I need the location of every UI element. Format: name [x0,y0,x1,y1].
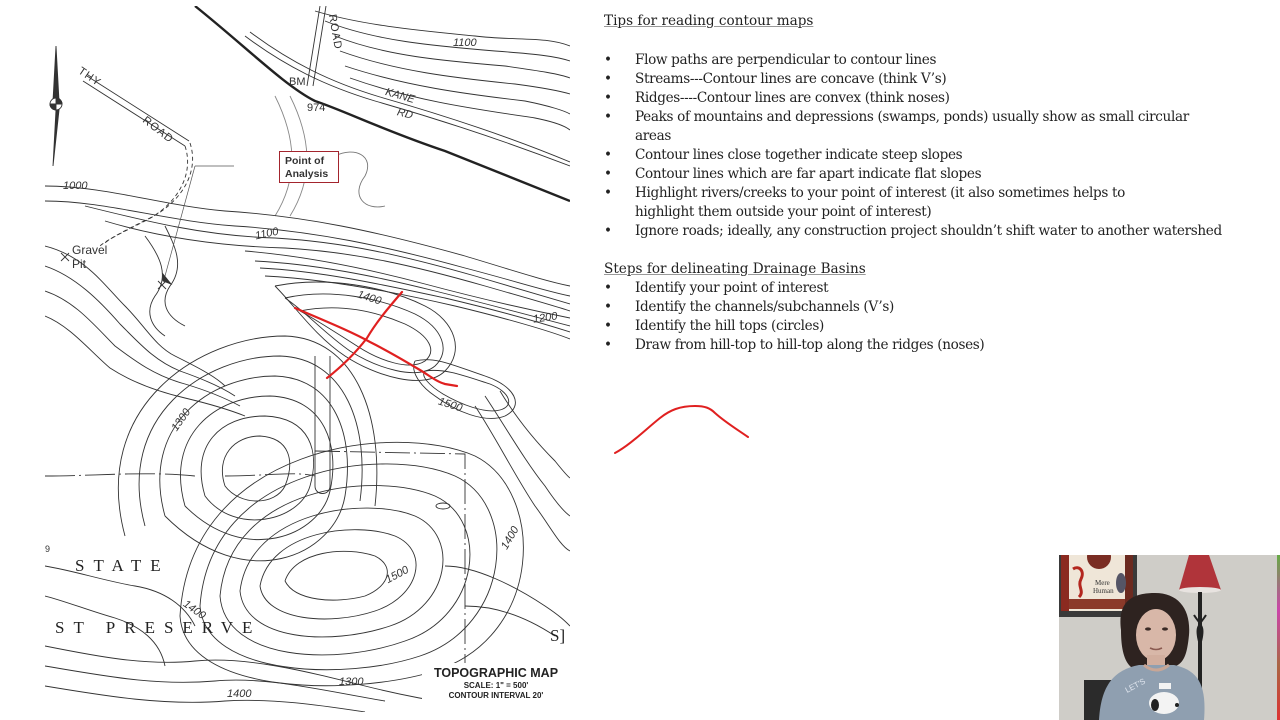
list-item: Contour lines which are far apart indica… [604,165,1264,184]
preserve-label: ST PRESERVE [55,618,262,637]
legend-scale: SCALE: 1" = 500' [463,681,529,690]
svg-text:Human: Human [1093,587,1114,595]
contour-label: 1100 [453,37,477,49]
steps-heading: Steps for delineating Drainage Basins [604,261,866,277]
list-item: Highlight rivers/creeks to your point of… [604,184,1264,222]
notes-panel: Tips for reading contour maps Flow paths… [604,12,1264,355]
presenter-image: Mere Human LET'S [1059,555,1277,720]
state-label: STATE [75,556,170,575]
red-ridge-annotation [293,290,459,388]
contour-lines [45,6,570,712]
map-legend: TOPOGRAPHIC MAP SCALE: 1" = 500' CONTOUR… [422,663,570,713]
list-item: Ignore roads; ideally, any construction … [604,222,1264,241]
list-item: Identify the hill tops (circles) [604,317,1264,336]
ridge-nose-sketch [614,404,749,454]
gravel-pit-label: Gravel [72,243,108,257]
tips-heading: Tips for reading contour maps [604,13,814,29]
topographic-map: THY ROAD ROAD KANE RD BM 974 1100 1000 1… [45,6,570,713]
contour-label: 1300 [339,676,364,688]
tips-list: Flow paths are perpendicular to contour … [604,51,1264,241]
list-item: Identify your point of interest [604,279,1264,298]
steps-list: Identify your point of interest Identify… [604,279,1264,355]
map-edge-label: S] [550,626,566,645]
poster-text: Mere [1095,579,1110,587]
spot-elevation-label: 9 [45,544,51,554]
webcam-video: Mere Human LET'S [1059,555,1277,720]
contour-label: 1400 [227,688,252,700]
list-item: Contour lines close together indicate st… [604,146,1264,165]
list-item: Draw from hill-top to hill-top along the… [604,336,1264,355]
callout-line: Point of [285,155,325,167]
callout-line: Analysis [285,168,329,180]
list-item: Ridges----Contour lines are convex (thin… [604,89,1264,108]
list-item: Streams---Contour lines are concave (thi… [604,70,1264,89]
legend-title: TOPOGRAPHIC MAP [433,666,559,680]
benchmark-label: BM [289,76,306,88]
list-item: Peaks of mountains and depressions (swam… [604,108,1264,146]
contour-label: 1000 [63,180,88,192]
gravel-pit-label: Pit [72,257,87,271]
list-item: Flow paths are perpendicular to contour … [604,51,1264,70]
point-of-analysis-callout: Point of Analysis [279,151,339,183]
elevation-label: 974 [307,102,326,114]
legend-interval: CONTOUR INTERVAL 20' [448,691,544,700]
list-item: Identify the channels/subchannels (V’s) [604,298,1264,317]
screen-edge-artifact [1277,555,1280,720]
north-arrow-icon [52,45,60,102]
